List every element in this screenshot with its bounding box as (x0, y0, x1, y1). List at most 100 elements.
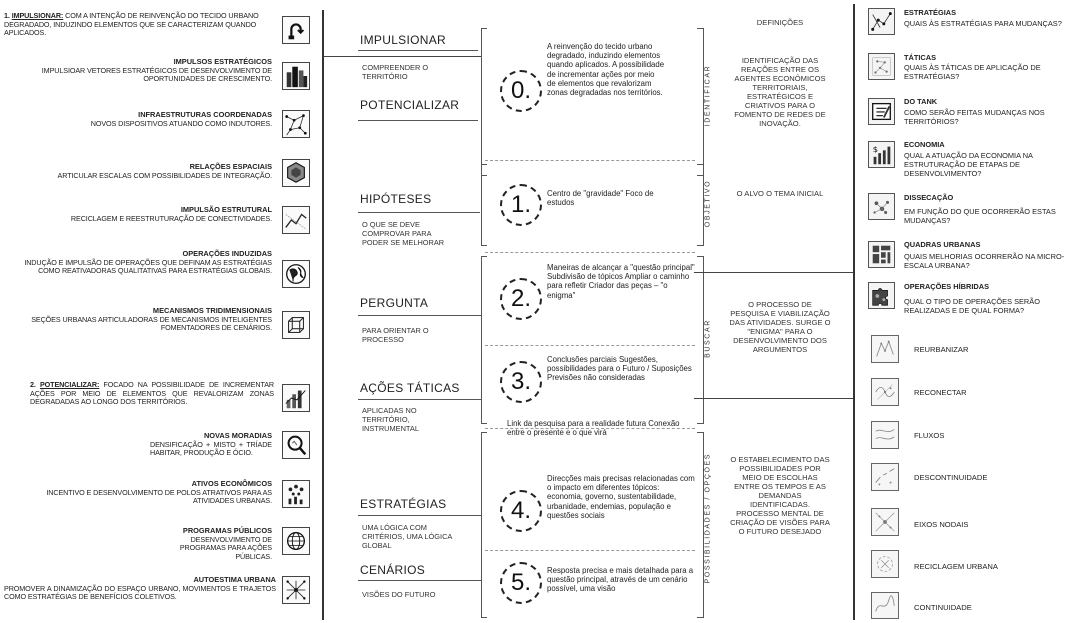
do-tank-icon (868, 98, 895, 125)
stage-number: 1. (500, 184, 542, 226)
left-item: IMPULSOS ESTRATÉGICOS IMPULSIOAR VETORES… (41, 57, 272, 84)
stage-subtitle: UMA LÓGICA COM CRITÉRIOS, UMA LÓGICA GLO… (362, 523, 452, 550)
group-bracket (697, 164, 704, 246)
left-item: ATIVOS ECONÔMICOS INCENTIVO E DESENVOLVI… (46, 479, 272, 506)
left-item: INFRAESTRUTURAS COORDENADAS NOVOS DISPOS… (90, 110, 272, 128)
separator (485, 428, 695, 429)
urban-blocks-icon (868, 241, 895, 268)
strategy-icon (868, 8, 895, 35)
puzzle-icon (868, 282, 895, 309)
dissection-icon (868, 193, 895, 220)
right-list-label: REURBANIZAR (914, 345, 969, 354)
reurbanize-icon (871, 335, 899, 363)
group-bracket (697, 256, 704, 424)
structure-map-icon (282, 206, 310, 234)
stage-title: ESTRATÉGIAS (360, 497, 447, 511)
stage-underline (358, 399, 482, 400)
right-item-text: COMO SERÃO FEITAS MUDANÇAS NOS TERRITÓRI… (904, 108, 1045, 126)
right-item-text: QUAL A ATUAÇÃO DA ECONOMIA NA ESTRUTURAÇ… (904, 151, 1033, 178)
impulse-icon (282, 16, 310, 44)
stage-title: IMPULSIONAR (360, 33, 446, 47)
stage-description: Link da pesquisa para a realidade futura… (507, 419, 680, 438)
group-bracket (697, 28, 704, 176)
right-item-title: TÁTICAS (904, 53, 937, 62)
right-item-title: ECONOMIA (904, 140, 945, 149)
right-item-text: EM FUNÇÃO DO QUE OCORRERÃO ESTAS MUDANÇA… (904, 207, 1056, 225)
separator (485, 252, 695, 253)
left-item: NOVAS MORADIAS DENSIFICAÇÃO + MISTO + TR… (150, 431, 272, 458)
stage-number: 5. (500, 562, 542, 604)
stage-title: HIPÓTESES (360, 192, 432, 206)
flows-icon (871, 421, 899, 449)
right-divider (853, 4, 855, 620)
stage-bracket (481, 432, 487, 618)
network-icon (282, 110, 310, 138)
left-item: RELAÇÕES ESPACIAIS ARTICULAR ESCALAS COM… (57, 162, 273, 180)
growth-icon (282, 480, 310, 508)
buildings-icon (282, 62, 310, 90)
left-divider (322, 10, 324, 620)
right-item-title: ESTRATÉGIAS (904, 8, 957, 17)
section2-intro: 2. POTENCIALIZAR: FOCADO NA POSSIBILIDAD… (30, 380, 274, 407)
stage-underline (358, 212, 480, 213)
stage-description: A reinvenção do tecido urbano degradado,… (547, 42, 665, 98)
right-item-text: QUAIS ÀS ESTRATÉGIAS PARA MUDANÇAS? (904, 19, 1062, 28)
stage-underline (358, 515, 482, 516)
left-item: PROGRAMAS PÚBLICOS DESENVOLVIMENTO DE PR… (179, 526, 272, 561)
svg-text:$: $ (873, 144, 878, 154)
stage-subtitle: VISÕES DO FUTURO (362, 590, 436, 599)
group-bracket (697, 432, 704, 618)
stage-description: Conclusões parciais Sugestões, possibili… (547, 355, 692, 383)
left-item: MECANISMOS TRIDIMENSIONAIS SEÇÕES URBANA… (31, 306, 272, 333)
definitions-heading: DEFINIÇÕES (756, 18, 804, 27)
right-item-text: QUAL O TIPO DE OPERAÇÕES SERÃO REALIZADA… (904, 297, 1040, 315)
right-item-title: DISSECAÇÃO (904, 193, 954, 202)
definition-text: IDENTIFICAÇÃO DAS REAÇÕES ENTRE OS AGENT… (734, 56, 826, 128)
stage-title: CENÁRIOS (360, 563, 426, 577)
nodal-axes-icon (871, 508, 899, 536)
separator (485, 345, 695, 346)
right-item-text: QUAIS MELHORIAS OCORRERÃO NA MICRO-ESCAL… (904, 252, 1065, 270)
stage-title: AÇÕES TÁTICAS (360, 381, 460, 395)
stage-description: Maneiras de alcançar a "questão principa… (547, 263, 695, 300)
connector-line (694, 398, 854, 399)
economy-icon: $ (868, 141, 895, 168)
right-item-title: QUADRAS URBANAS (904, 240, 981, 249)
group-label: OBJETIVO (704, 179, 712, 228)
globe-outline-icon (282, 527, 310, 555)
right-item-text: QUAIS ÀS TÁTICAS DE APLICAÇÃO DE ESTRATÉ… (904, 63, 1041, 81)
right-list-label: RECICLAGEM URBANA (914, 562, 998, 571)
discontinuity-icon (871, 463, 899, 491)
globe-icon (282, 260, 310, 288)
definition-text: O PROCESSO DE PESQUISA E VIABILIZAÇÃO DA… (729, 300, 831, 354)
stage-bracket (481, 28, 487, 176)
left-item: AUTOESTIMA URBANA PROMOVER A DINAMIZAÇÃO… (4, 575, 276, 602)
stage-subtitle: COMPREENDER O TERRITÓRIO (362, 63, 429, 81)
right-list-label: DESCONTINUIDADE (914, 473, 988, 482)
dynamic-network-icon (282, 576, 310, 604)
stage-underline (358, 50, 478, 51)
stage-description: Resposta precisa e mais detalhada para a… (547, 566, 694, 594)
stage-subtitle: O QUE SE DEVE COMPROVAR PARA PODER SE ME… (362, 220, 445, 247)
cube-icon (282, 311, 310, 339)
right-item-title: OPERAÇÕES HÍBRIDAS (904, 282, 990, 291)
left-item: IMPULSÃO ESTRUTURAL RECICLAGEM E REESTRU… (70, 205, 272, 223)
connector-line (694, 272, 854, 273)
definition-text: O ALVO O TEMA INICIAL (736, 189, 824, 198)
reconnect-icon (871, 378, 899, 406)
stage-number: 0. (500, 70, 542, 112)
right-list-label: EIXOS NODAIS (914, 520, 969, 529)
stage-number: 4. (500, 490, 542, 532)
right-item-title: DO TANK (904, 97, 938, 106)
separator (485, 550, 695, 551)
right-list-label: RECONECTAR (914, 388, 967, 397)
stage-underline (358, 120, 478, 121)
connector-line (324, 56, 482, 57)
stage-number: 3. (500, 361, 542, 403)
definition-text: O ESTABELECIMENTO DAS POSSIBILIDADES POR… (730, 455, 830, 536)
stage-underline (358, 580, 482, 581)
left-item: OPERAÇÕES INDUZIDAS INDUÇÃO E IMPULSÃO D… (24, 249, 272, 276)
group-label: BUSCAR (704, 319, 712, 358)
urban-recycling-icon (871, 550, 899, 578)
right-list-label: FLUXOS (914, 431, 945, 440)
